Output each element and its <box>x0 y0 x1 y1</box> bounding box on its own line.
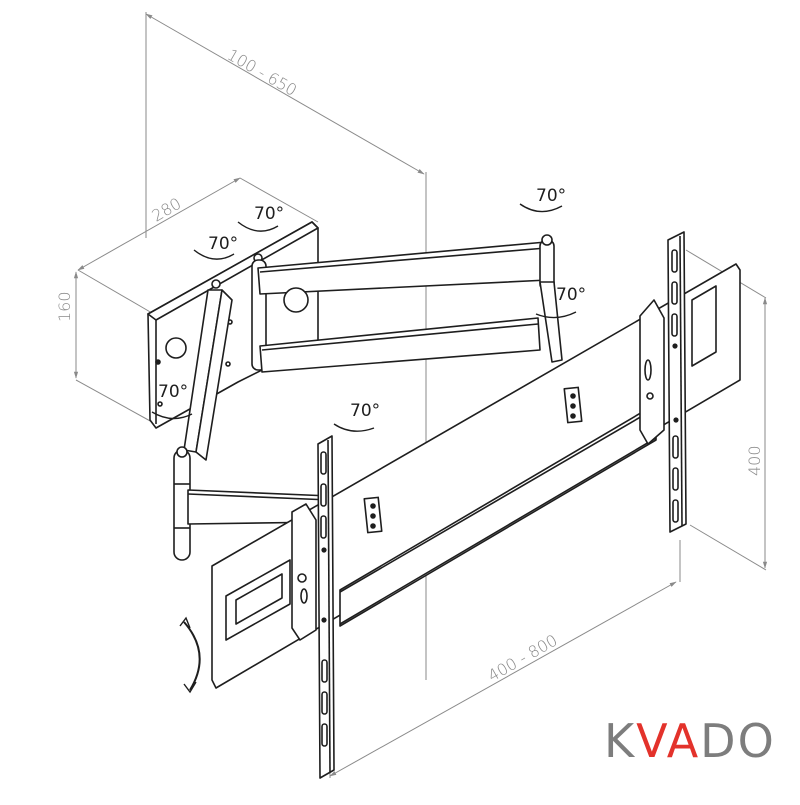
logo-part-do: DO <box>700 714 776 768</box>
rotate-arrow-icon <box>193 249 235 260</box>
rotation-label: 70° <box>158 382 188 402</box>
dim-vesa-width: 400 - 800 <box>485 630 561 685</box>
rotation-label: 70° <box>556 285 586 305</box>
rotation-label: 70° <box>350 401 380 421</box>
rotation-label: 70° <box>254 204 284 224</box>
rotate-arrow-icon <box>237 221 279 232</box>
vesa-straps <box>317 231 687 779</box>
rotate-arrow-icon <box>535 311 577 319</box>
rotate-arrow-icon <box>333 423 375 432</box>
tilt-icon <box>183 621 201 691</box>
lower-arm <box>173 289 331 561</box>
upper-arm <box>251 234 563 373</box>
dim-vesa-height: 400 <box>745 445 764 476</box>
rotation-label: 70° <box>536 186 566 206</box>
logo-part-va: VA <box>636 714 701 768</box>
tv-crossbar <box>211 263 741 689</box>
dim-wall-distance: 100 - 650 <box>224 45 300 100</box>
dim-plate-width: 280 <box>149 194 185 226</box>
logo-part-k: K <box>604 714 637 768</box>
rotation-label: 70° <box>208 234 238 254</box>
tilt-brackets <box>291 299 665 641</box>
rotate-arrow-icon <box>519 203 563 213</box>
dim-plate-height: 160 <box>55 291 74 322</box>
rotation-labels: 70° 70° 70° 70° 70° 70° <box>158 186 586 421</box>
rotation-indicators <box>151 203 577 694</box>
rotate-arrow-icon <box>151 411 193 420</box>
